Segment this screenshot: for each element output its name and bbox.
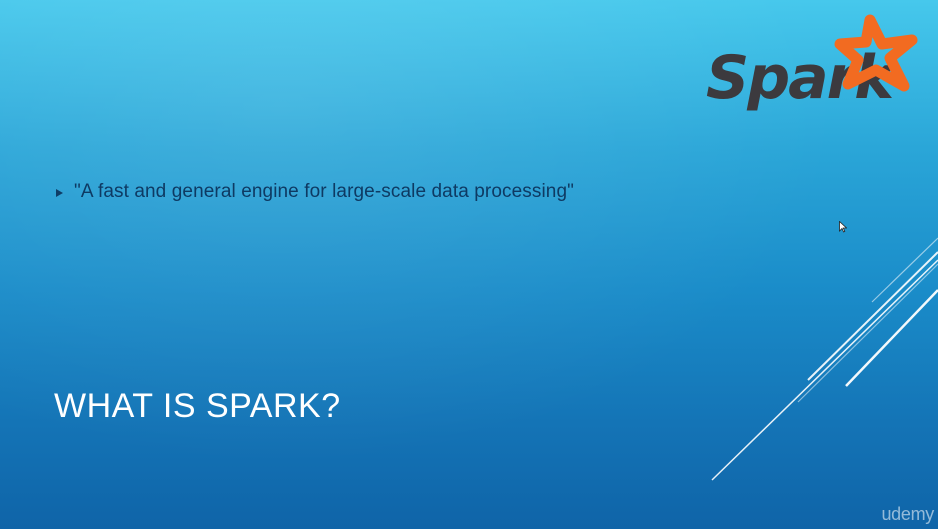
spark-logo: Spark: [704, 12, 924, 132]
decorative-lines: [711, 237, 938, 481]
mouse-cursor-icon: [839, 221, 847, 233]
triangle-bullet-icon: [56, 188, 63, 197]
slide-title: WHAT IS SPARK?: [54, 387, 341, 425]
bullet-item: "A fast and general engine for large-sca…: [56, 181, 574, 203]
udemy-watermark: udemy: [881, 504, 934, 524]
bullet-text: "A fast and general engine for large-sca…: [74, 181, 574, 202]
star-icon: [834, 14, 918, 92]
